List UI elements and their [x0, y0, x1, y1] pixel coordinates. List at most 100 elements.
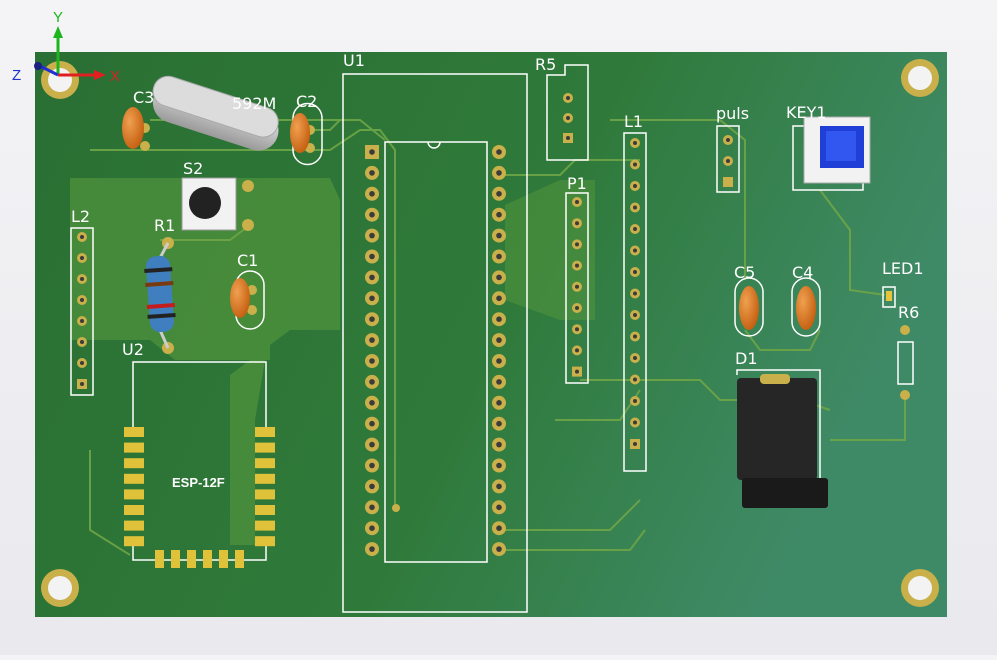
key1-switch[interactable]	[792, 116, 871, 191]
pad-hole	[575, 263, 579, 268]
pad-hole	[633, 420, 637, 425]
pad-hole	[633, 313, 637, 317]
pad-hole	[496, 525, 502, 531]
led1[interactable]	[882, 286, 896, 308]
label-r6: R6	[898, 303, 919, 322]
pad-hole	[633, 227, 637, 231]
switch-s2[interactable]	[181, 177, 254, 231]
pad-hole	[575, 327, 579, 332]
smd-pad	[203, 550, 212, 568]
l2-header[interactable]	[70, 227, 94, 396]
pad-hole	[369, 149, 375, 155]
smd-pad	[255, 427, 275, 437]
label-key1: KEY1	[786, 103, 827, 122]
smd-pad	[124, 427, 144, 437]
smd-pad	[124, 520, 144, 531]
smd-pad	[124, 536, 144, 547]
label-s2: S2	[183, 159, 203, 178]
u2-esp12f-footprint[interactable]	[124, 361, 275, 568]
pad-hole	[369, 253, 375, 260]
axis-y-label: Y	[53, 9, 63, 26]
smd-pad	[255, 442, 275, 453]
r5-footprint[interactable]	[546, 64, 589, 161]
pad-hole	[369, 525, 375, 531]
smd-pad	[124, 505, 144, 515]
pad-hole	[633, 291, 637, 296]
traces	[89, 119, 906, 556]
pad-hole	[369, 462, 375, 469]
pad-hole	[496, 379, 502, 385]
dc-jack-d1[interactable]	[736, 369, 828, 508]
pad-hole	[496, 211, 502, 218]
pad-hole	[633, 399, 637, 403]
smd-pad	[255, 473, 275, 484]
label-crystal: 592M	[232, 94, 276, 113]
axis-x-label: X	[110, 68, 120, 85]
pad-hole	[633, 377, 637, 382]
pad-hole	[369, 211, 375, 218]
label-led1: LED1	[882, 259, 924, 278]
smd-pad	[255, 458, 275, 469]
pad-hole	[80, 361, 84, 365]
smd-pad	[187, 550, 196, 568]
pad-hole	[369, 420, 375, 427]
pad-hole	[575, 284, 579, 289]
pad-hole	[496, 316, 502, 323]
pad-hole	[369, 504, 375, 511]
pad-hole	[633, 184, 637, 188]
capacitor-c1[interactable]	[230, 270, 265, 330]
label-d1: D1	[735, 349, 758, 368]
pad-hole	[575, 200, 579, 204]
resistor-r1[interactable]	[144, 237, 176, 354]
axis-z-label: Z	[12, 67, 21, 84]
pad-hole	[496, 274, 502, 281]
smd-pad	[124, 489, 144, 500]
pad-hole	[633, 205, 637, 210]
label-c1: C1	[237, 251, 258, 270]
capacitor-c4[interactable]	[791, 277, 821, 337]
capacitor-c5[interactable]	[734, 277, 764, 337]
pad-hole	[369, 483, 375, 490]
pad-hole	[80, 340, 84, 344]
capacitor-c2[interactable]	[290, 102, 323, 166]
smd-pad	[124, 442, 144, 453]
puls-header[interactable]	[716, 125, 740, 193]
pad-hole	[369, 337, 375, 343]
axis-gizmo[interactable]: Y X Z	[12, 9, 120, 85]
label-c3: C3	[133, 88, 154, 107]
resistor-r6[interactable]	[897, 325, 914, 400]
label-esp12f: ESP-12F	[172, 475, 225, 490]
smd-pad	[255, 536, 275, 547]
label-p1: P1	[567, 174, 587, 193]
label-c2: C2	[296, 92, 317, 111]
smd-pad	[255, 520, 275, 531]
l1-header[interactable]	[623, 132, 647, 472]
pad-hole	[369, 274, 375, 281]
label-l2: L2	[71, 207, 90, 226]
label-l1: L1	[624, 112, 643, 131]
pad-hole	[369, 379, 375, 385]
pad-hole	[80, 319, 84, 323]
pad-hole	[575, 348, 579, 353]
label-u1: U1	[343, 51, 365, 70]
pad-hole	[496, 504, 502, 511]
smd-pad	[219, 550, 228, 568]
pad-hole	[369, 546, 375, 552]
copper-pour	[70, 178, 340, 545]
pad-hole	[633, 356, 637, 360]
p1-header[interactable]	[565, 192, 589, 384]
pad-hole	[369, 316, 375, 323]
pad-hole	[369, 441, 375, 448]
pad-hole	[496, 295, 502, 302]
capacitor-c3[interactable]	[122, 107, 144, 149]
smd-pad	[255, 489, 275, 500]
label-r1: R1	[154, 216, 175, 235]
pad-hole	[633, 442, 637, 446]
pad-hole	[496, 441, 502, 448]
pad-hole	[633, 334, 637, 339]
u1-footprint[interactable]	[342, 73, 528, 613]
smd-pad	[155, 550, 164, 568]
smd-pad	[124, 473, 144, 484]
pad-hole	[496, 253, 502, 260]
